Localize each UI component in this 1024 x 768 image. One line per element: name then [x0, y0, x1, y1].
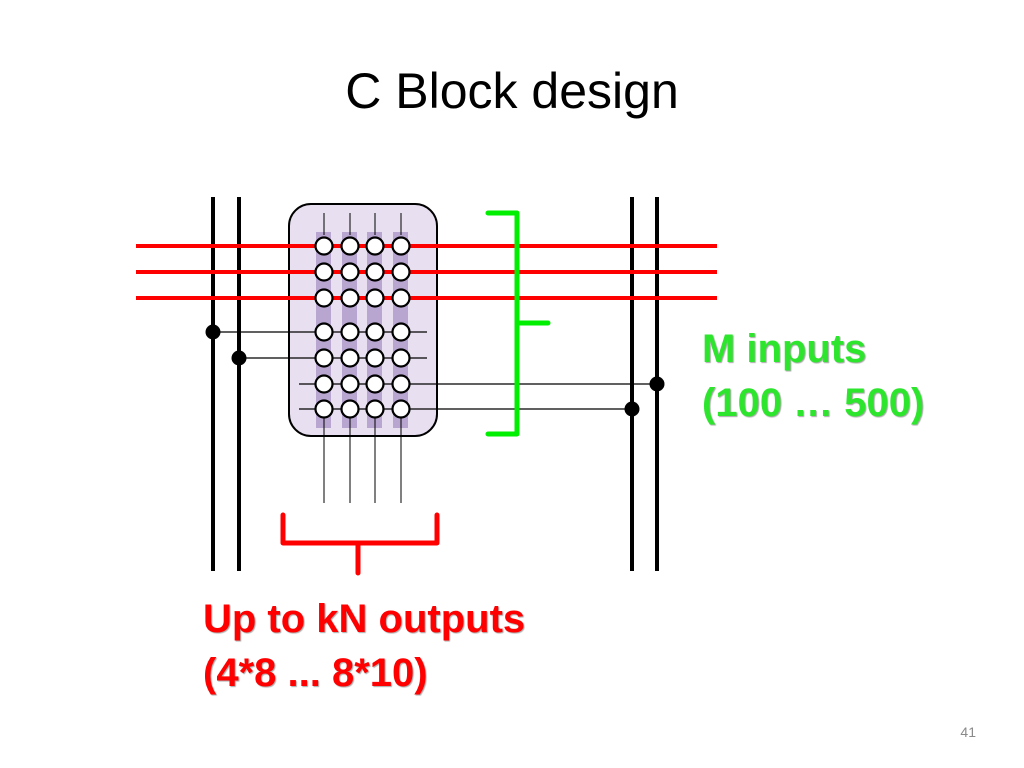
- switch-grid: [314, 236, 411, 419]
- switch: [314, 288, 334, 308]
- connection-block: [288, 203, 438, 437]
- switch: [314, 236, 334, 256]
- switch: [365, 374, 385, 394]
- switch: [314, 348, 334, 368]
- switch: [340, 288, 360, 308]
- switch: [365, 348, 385, 368]
- switch: [314, 262, 334, 282]
- slide-number: 41: [960, 724, 976, 740]
- switch: [391, 399, 411, 419]
- inputs-brace: [485, 210, 551, 437]
- switch: [340, 262, 360, 282]
- inputs-label-line2: (100 … 500): [702, 381, 925, 425]
- switch: [365, 399, 385, 419]
- switch: [340, 236, 360, 256]
- junction-dot-3: [649, 376, 665, 392]
- switch: [365, 322, 385, 342]
- junction-dot-2: [231, 350, 247, 366]
- switch: [340, 399, 360, 419]
- outputs-brace: [280, 512, 440, 576]
- switch: [391, 348, 411, 368]
- inputs-label-line1: M inputs: [702, 327, 867, 371]
- switch: [391, 374, 411, 394]
- switch: [391, 236, 411, 256]
- switch: [365, 262, 385, 282]
- switch: [391, 288, 411, 308]
- switch: [391, 262, 411, 282]
- switch: [314, 374, 334, 394]
- switch: [365, 236, 385, 256]
- switch: [314, 399, 334, 419]
- outputs-label: Up to kN outputs (4*8 ... 8*10): [203, 592, 525, 700]
- outputs-label-line2: (4*8 ... 8*10): [203, 651, 428, 695]
- slide-title: C Block design: [345, 63, 679, 119]
- switch: [391, 322, 411, 342]
- switch: [365, 288, 385, 308]
- switch: [314, 322, 334, 342]
- outputs-label-line1: Up to kN outputs: [203, 597, 526, 641]
- switch: [340, 348, 360, 368]
- inputs-label: M inputs (100 … 500): [702, 322, 924, 430]
- switch: [340, 374, 360, 394]
- junction-dot-1: [205, 324, 221, 340]
- junction-dot-4: [624, 401, 640, 417]
- switch: [340, 322, 360, 342]
